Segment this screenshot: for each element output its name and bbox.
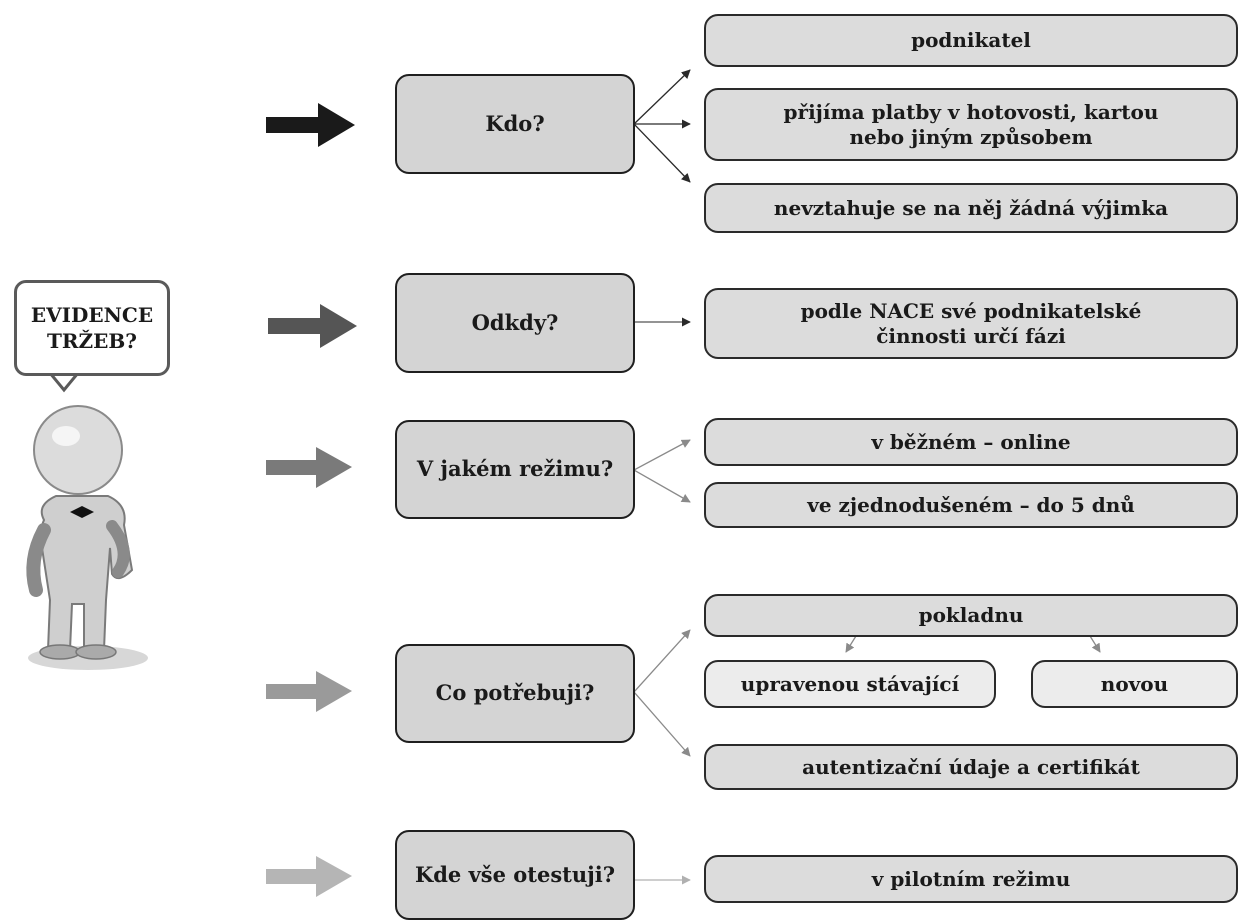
answer-platby-text: přijíma platby v hotovosti, kartou nebo … [783, 99, 1159, 149]
answer-autentizace: autentizační údaje a certifikát [704, 744, 1238, 790]
answer-nace: podle NACE své podnikatelské činnosti ur… [704, 288, 1238, 359]
question-box-otestuji: Kde vše otestuji? [395, 830, 635, 920]
sub-answer-upravenou: upravenou stávající [704, 660, 996, 708]
row-arrow-1 [266, 103, 355, 147]
speech-bubble: EVIDENCE TRŽEB? [14, 280, 170, 376]
question-box-potrebuji: Co potřebuji? [395, 644, 635, 743]
person-figure [26, 405, 148, 670]
row-arrow-3 [266, 447, 352, 488]
answer-pilotni-rezim: v pilotním režimu [704, 855, 1238, 903]
answer-bezny-rezim: v běžném – online [704, 418, 1238, 466]
question-box-odkdy: Odkdy? [395, 273, 635, 373]
fan-connector-1 [633, 69, 691, 183]
row-arrow-5 [266, 856, 352, 897]
answer-zjednoduseny-rezim: ve zjednodušeném – do 5 dnů [704, 482, 1238, 528]
answer-podnikatel: podnikatel [704, 14, 1238, 67]
question-box-rezim: V jakém režimu? [395, 420, 635, 519]
fan-connector-4 [633, 629, 1101, 757]
question-box-kdo: Kdo? [395, 74, 635, 174]
answer-vyjimka: nevztahuje se na něj žádná výjimka [704, 183, 1238, 233]
answer-nace-text: podle NACE své podnikatelské činnosti ur… [800, 298, 1142, 348]
speech-bubble-tail [48, 372, 80, 393]
fan-connector-3 [633, 439, 691, 503]
row-arrow-2 [268, 304, 357, 348]
answer-platby: přijíma platby v hotovosti, kartou nebo … [704, 88, 1238, 161]
answer-pokladnu: pokladnu [704, 594, 1238, 637]
row-arrow-4 [266, 671, 352, 712]
sub-answer-novou: novou [1031, 660, 1238, 708]
speech-bubble-text: EVIDENCE TRŽEB? [30, 303, 154, 353]
